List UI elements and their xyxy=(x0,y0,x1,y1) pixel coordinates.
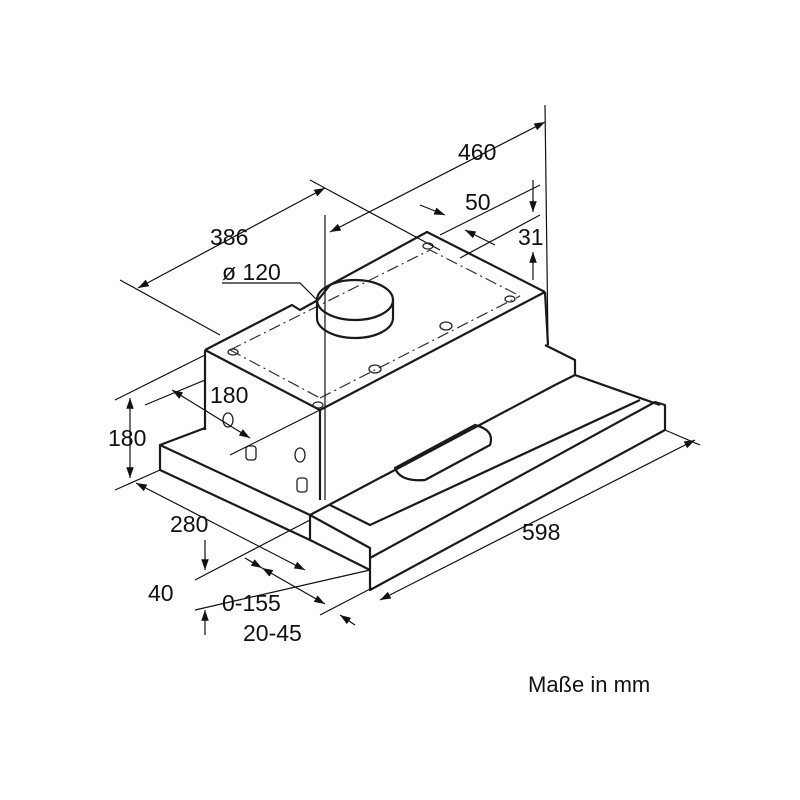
dim-598: 598 xyxy=(522,519,560,545)
dim-280: 280 xyxy=(170,511,208,537)
dim-0-155: 0-155 xyxy=(222,590,281,616)
dim-50: 50 xyxy=(465,189,491,215)
units-caption: Maße in mm xyxy=(528,672,650,697)
dim-duct-diameter: ø 120 xyxy=(222,259,281,285)
dim-body-depth: 180 xyxy=(210,382,248,408)
dim-386: 386 xyxy=(210,224,248,250)
dim-40: 40 xyxy=(148,580,174,606)
dimension-lines xyxy=(114,104,701,635)
dim-20-45: 20-45 xyxy=(243,620,302,646)
dim-31: 31 xyxy=(518,224,544,250)
dim-height: 180 xyxy=(108,425,146,451)
hood-body xyxy=(203,230,550,500)
dim-460: 460 xyxy=(458,139,496,165)
